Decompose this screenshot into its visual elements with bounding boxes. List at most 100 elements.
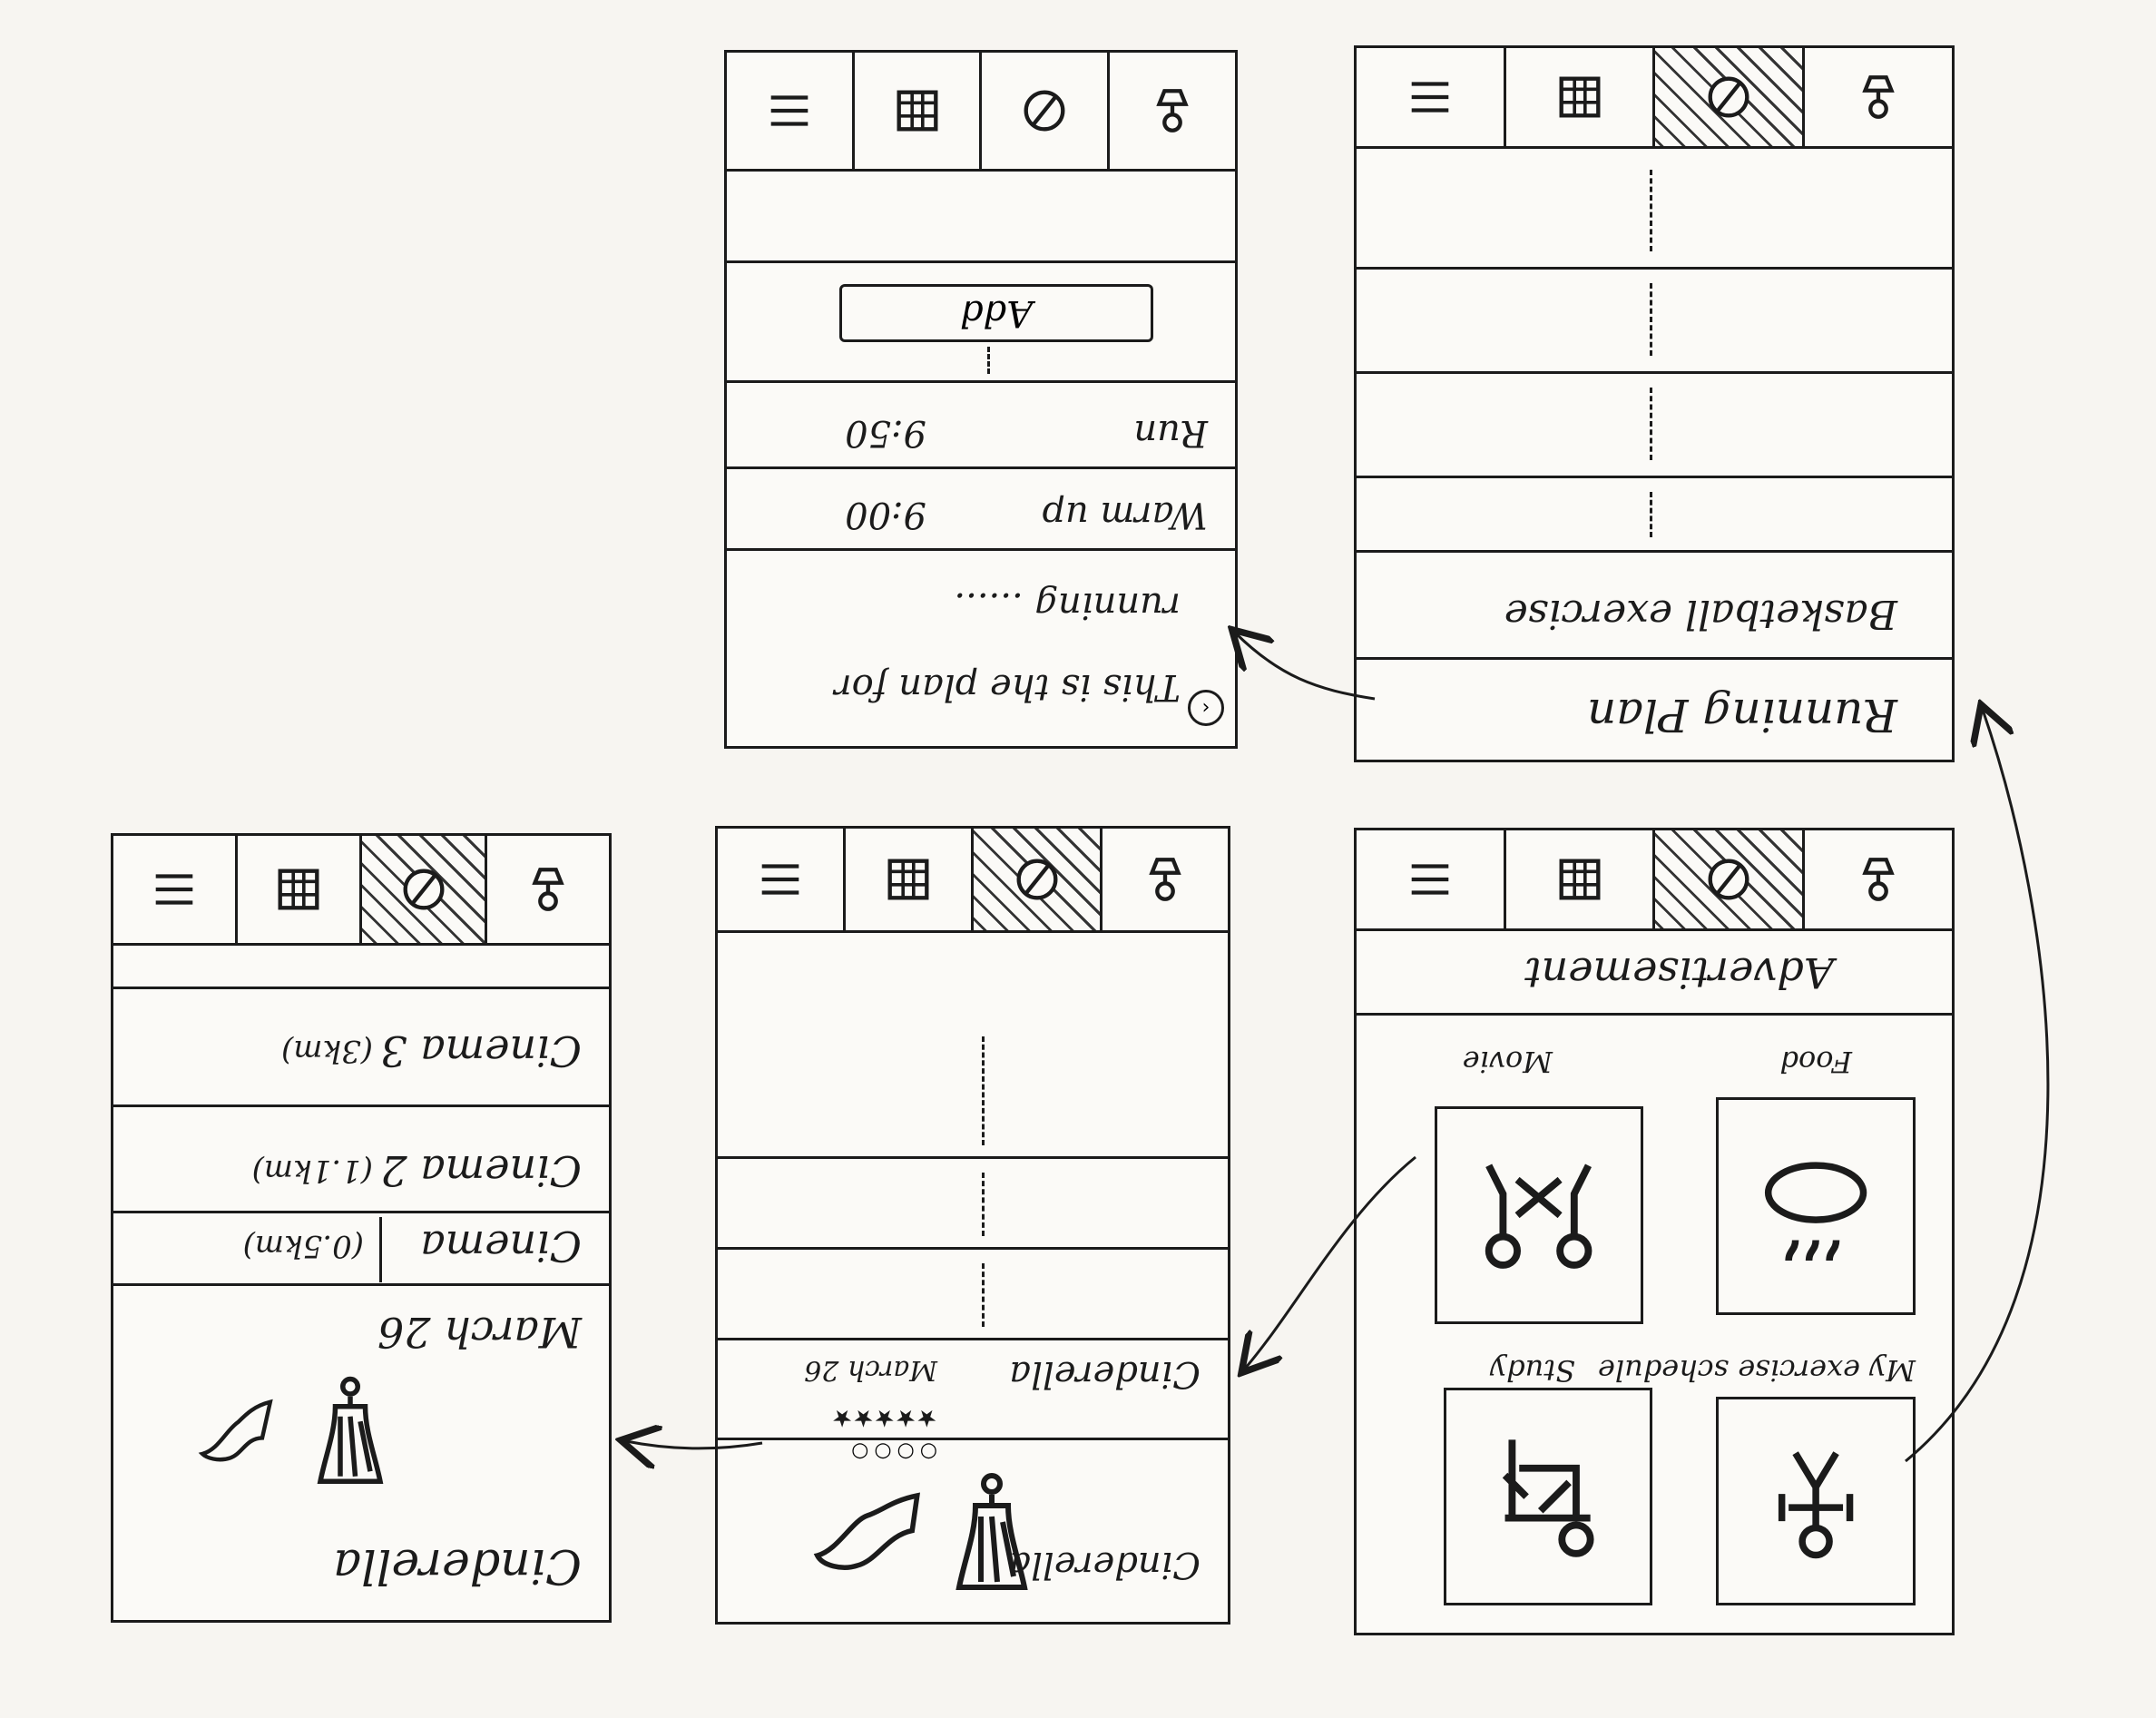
movie-item-date: March 26 (804, 1354, 937, 1386)
nav-compass[interactable] (359, 836, 485, 943)
list-more-dots (1650, 492, 1652, 537)
food-icon (1764, 1162, 1867, 1262)
screen-home: Advertisement My exercise schedule Study… (1354, 828, 1955, 1635)
nav-calendar[interactable] (851, 53, 980, 169)
tile-label-study: Study (1490, 1353, 1575, 1388)
nav-compass[interactable] (1652, 48, 1803, 146)
nav-calendar[interactable] (843, 829, 972, 930)
list-more-dots (982, 1173, 985, 1236)
advertisement-banner[interactable]: Advertisement (1524, 948, 1834, 997)
plan-description: This is the plan for running ...... (834, 584, 1181, 708)
compass-icon (1016, 859, 1058, 900)
list-more-dots (982, 1036, 985, 1145)
shoe-icon (198, 1399, 273, 1462)
screen-movie-list: Cinderella ○○○○ ★★★★★ Cinderella March 2… (715, 826, 1230, 1625)
shoe-icon (813, 1492, 921, 1570)
tile-study[interactable] (1444, 1388, 1652, 1605)
list-more-dots (1650, 388, 1652, 460)
row-name-warmup: Warm up (1042, 494, 1208, 535)
cinema-2-distance: (1.1km) (251, 1153, 373, 1189)
back-icon[interactable]: ‹ (1188, 690, 1224, 726)
nav-profile[interactable] (1802, 830, 1952, 928)
compass-icon (1708, 76, 1749, 118)
tile-exercise[interactable] (1716, 1397, 1916, 1605)
plan-item-basketball[interactable]: Basketball exercise (1504, 591, 1897, 637)
add-button[interactable]: Add (839, 284, 1153, 342)
nav-compass[interactable] (971, 829, 1100, 930)
movie-item-name[interactable]: Cinderella (1009, 1353, 1200, 1395)
menu-icon (155, 874, 193, 905)
movie-rating: ★★★★★ (831, 1404, 937, 1431)
movie-detail-title: Cinderella (333, 1538, 582, 1593)
nav-profile[interactable] (1099, 829, 1228, 930)
tile-label-movie: Movie (1462, 1045, 1553, 1079)
screen-movie-detail: Cinderella March 26 Cinema (0.5km) Cinem… (111, 833, 612, 1623)
nav-bar (113, 836, 609, 946)
menu-icon (761, 864, 799, 895)
carousel-dots[interactable]: ○○○○ (846, 1440, 937, 1463)
list-more-dots (1650, 283, 1652, 356)
movie-poster-shoe (801, 1486, 928, 1585)
tile-label-food: Food (1779, 1045, 1852, 1079)
nav-calendar[interactable] (1503, 48, 1653, 146)
study-icon (1503, 1439, 1594, 1557)
movie-poster-glass-slipper (937, 1468, 1046, 1604)
calendar-icon (887, 859, 929, 900)
calendar-icon (897, 90, 938, 132)
nav-menu[interactable] (718, 829, 843, 930)
slipper-icon (317, 1376, 384, 1484)
nav-bar (718, 829, 1228, 933)
calendar-icon (1559, 859, 1601, 900)
list-more-dots (1650, 170, 1652, 251)
list-more-dots (987, 347, 990, 374)
compass-icon (403, 869, 445, 910)
nav-menu[interactable] (113, 836, 235, 943)
calendar-icon (278, 869, 319, 910)
menu-icon (1411, 82, 1449, 113)
nav-compass[interactable] (979, 53, 1108, 169)
user-icon (1862, 75, 1895, 119)
nav-menu[interactable] (727, 53, 852, 169)
cinema-1-name[interactable]: Cinema (420, 1222, 582, 1271)
nav-calendar[interactable] (1503, 830, 1653, 928)
movie-detail-date: March 26 (377, 1308, 582, 1357)
tile-movie[interactable] (1435, 1106, 1643, 1324)
movie-icon (1485, 1163, 1592, 1269)
nav-menu[interactable] (1357, 830, 1504, 928)
exercise-icon (1778, 1451, 1854, 1559)
movie-poster-glass-slipper (300, 1366, 400, 1502)
nav-profile[interactable] (484, 836, 609, 943)
nav-bar (1357, 830, 1952, 931)
menu-icon (1411, 864, 1449, 895)
screen-plan-detail: ‹ This is the plan for running ...... Wa… (724, 50, 1238, 749)
cinema-1-distance: (0.5km) (242, 1228, 364, 1264)
row-name-run: Run (1133, 412, 1208, 454)
compass-icon (1024, 90, 1065, 132)
nav-profile[interactable] (1802, 48, 1952, 146)
tile-food[interactable] (1716, 1097, 1916, 1315)
nav-compass[interactable] (1652, 830, 1803, 928)
row-time-run: 9:50 (845, 412, 926, 454)
movie-poster-shoe (182, 1384, 282, 1484)
cinema-3-distance: (3km) (280, 1033, 373, 1069)
nav-menu[interactable] (1357, 48, 1504, 146)
user-icon (1149, 858, 1181, 901)
menu-icon (770, 95, 808, 126)
user-icon (1862, 858, 1895, 901)
nav-calendar[interactable] (235, 836, 360, 943)
slipper-icon (956, 1473, 1028, 1590)
nav-bar (727, 53, 1235, 172)
user-icon (1156, 89, 1189, 133)
user-icon (532, 868, 564, 911)
plan-item-running[interactable]: Running Plan (1587, 689, 1897, 741)
tile-label-exercise: My exercise schedule (1597, 1353, 1916, 1388)
nav-profile[interactable] (1107, 53, 1235, 169)
calendar-icon (1559, 76, 1601, 118)
screen-plan-list: Running Plan Basketball exercise (1354, 45, 1955, 762)
cinema-3-name[interactable]: Cinema 3 (380, 1026, 582, 1075)
compass-icon (1708, 859, 1749, 900)
row-time-warmup: 9:00 (845, 494, 926, 535)
cinema-2-name[interactable]: Cinema 2 (380, 1146, 582, 1195)
list-more-dots (982, 1263, 985, 1327)
nav-bar (1357, 48, 1952, 149)
